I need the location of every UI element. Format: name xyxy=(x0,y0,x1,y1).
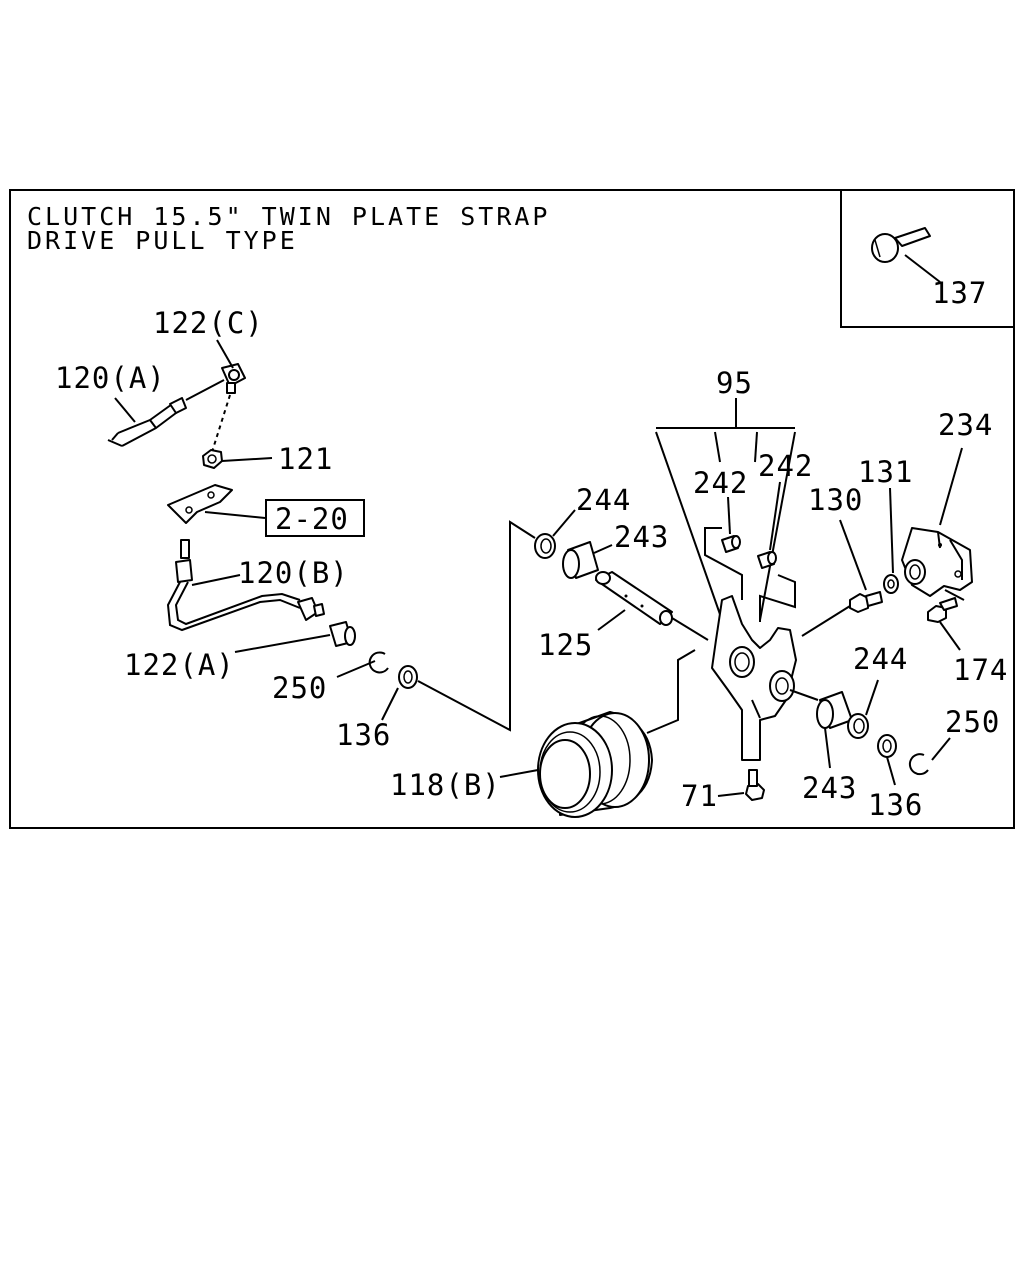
label-131: 131 xyxy=(858,455,913,489)
part-clutch-fork xyxy=(711,595,819,761)
part-136-left-washer xyxy=(381,665,418,721)
part-250-left-snapring xyxy=(336,651,389,678)
label-71: 71 xyxy=(681,779,718,813)
part-131-washer xyxy=(883,487,899,594)
label-243-bottom: 243 xyxy=(802,771,857,805)
part-120b-pipe xyxy=(166,539,325,632)
part-122a-union xyxy=(234,621,356,653)
label-122c: 122(C) xyxy=(153,306,264,340)
diagram-frame xyxy=(9,189,1015,829)
label-136-right: 136 xyxy=(868,788,923,822)
part-121-nut xyxy=(202,394,273,469)
guide-lines xyxy=(704,527,796,622)
part-136-right-washer xyxy=(877,734,897,786)
leader-assembly-left xyxy=(417,520,536,732)
label-137: 137 xyxy=(932,276,987,310)
part-122c-banjo xyxy=(216,339,246,394)
label-242-right: 242 xyxy=(758,449,813,483)
label-95: 95 xyxy=(716,366,753,400)
part-120a-hose xyxy=(107,379,225,447)
label-234: 234 xyxy=(938,408,993,442)
inset-box xyxy=(840,189,1015,328)
label-120b: 120(B) xyxy=(238,556,349,590)
part-137-bolt xyxy=(871,227,941,283)
part-242-right-plug xyxy=(757,481,781,569)
part-243-top-bushing xyxy=(562,541,613,579)
label-136-left: 136 xyxy=(336,718,391,752)
part-174-bolt xyxy=(927,589,965,651)
label-118b: 118(B) xyxy=(390,768,501,802)
part-2-20-bracket xyxy=(167,484,266,524)
label-122a: 122(A) xyxy=(124,648,235,682)
label-2-20: 2-20 xyxy=(275,502,349,536)
part-71-bolt xyxy=(717,769,765,801)
label-244-right: 244 xyxy=(853,642,908,676)
part-125-shaft xyxy=(595,571,709,641)
part-118b-cylinder xyxy=(499,649,696,818)
label-250-left: 250 xyxy=(272,671,327,705)
part-242-left-plug xyxy=(721,496,741,553)
label-130: 130 xyxy=(808,483,863,517)
part-250-right-snapring xyxy=(908,737,951,776)
label-125: 125 xyxy=(538,628,593,662)
label-243-top: 243 xyxy=(614,520,669,554)
part-130-bolt xyxy=(801,519,883,637)
part-244-top-ring xyxy=(534,509,576,559)
part-244-right-ring xyxy=(847,679,879,739)
label-250-right: 250 xyxy=(945,705,1000,739)
part-243-bottom-bushing xyxy=(816,691,853,769)
bracket-95 xyxy=(655,398,796,621)
label-121: 121 xyxy=(278,442,333,476)
label-242-left: 242 xyxy=(693,466,748,500)
diagram-title-line1: CLUTCH 15.5" TWIN PLATE STRAP xyxy=(27,202,551,231)
label-120a: 120(A) xyxy=(55,361,166,395)
part-234-bracket xyxy=(901,447,973,597)
diagram-title-line2: DRIVE PULL TYPE xyxy=(27,226,298,255)
ref-box-2-20 xyxy=(265,499,365,537)
label-244-top: 244 xyxy=(576,483,631,517)
label-174: 174 xyxy=(953,653,1008,687)
